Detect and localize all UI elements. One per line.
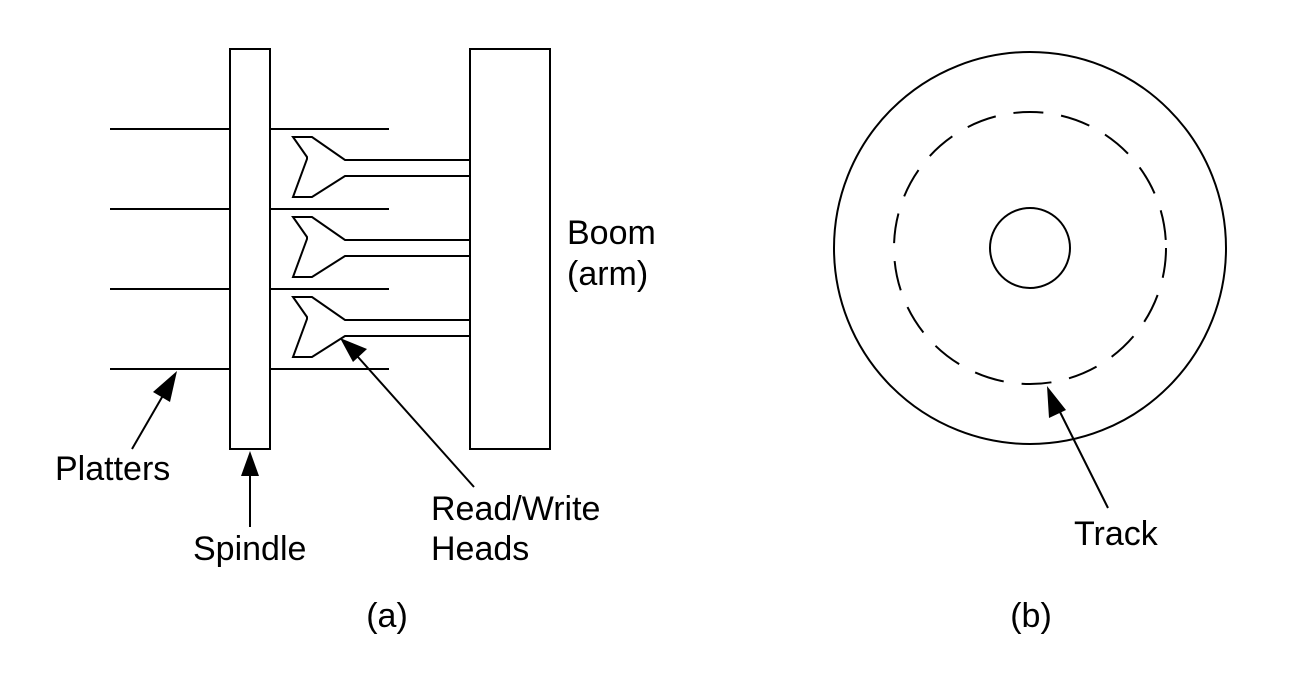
spindle xyxy=(229,48,271,450)
figure-b-top-view: Track (b) xyxy=(833,51,1227,635)
platters-arrow-line xyxy=(131,391,166,450)
platters-arrow-head xyxy=(153,371,177,402)
head-1 xyxy=(291,136,470,198)
heads-arrow-head xyxy=(340,338,367,362)
platters xyxy=(110,128,389,370)
head-2 xyxy=(291,216,470,278)
read-write-heads xyxy=(291,136,470,358)
figure-a-side-view: Platters Spindle Read/Write Heads Boom (… xyxy=(55,48,656,635)
track-arrow-head xyxy=(1047,386,1066,418)
platters-arrow xyxy=(131,371,177,450)
head-3-outline xyxy=(291,296,470,358)
track-arrow xyxy=(1047,386,1109,509)
head-3 xyxy=(291,296,470,358)
caption-a: (a) xyxy=(366,597,408,635)
caption-b: (b) xyxy=(1010,597,1052,635)
boom-arm xyxy=(469,48,551,450)
heads-arrow-line xyxy=(357,356,475,488)
label-spindle: Spindle xyxy=(193,530,306,568)
head-2-outline xyxy=(291,216,470,278)
track-arrow-line xyxy=(1056,405,1109,509)
label-boom-line2: (arm) xyxy=(567,255,648,293)
platter-outer-edge xyxy=(833,51,1227,445)
label-boom-line1: Boom xyxy=(567,214,656,252)
label-track: Track xyxy=(1074,515,1159,553)
label-platters: Platters xyxy=(55,450,170,488)
spindle-arrow xyxy=(241,451,259,527)
spindle-hub xyxy=(989,207,1071,289)
heads-arrow xyxy=(340,338,475,488)
head-1-outline xyxy=(291,136,470,198)
label-heads-line2: Heads xyxy=(431,530,529,568)
label-heads-line1: Read/Write xyxy=(431,490,600,528)
track-dashed-circle xyxy=(893,111,1167,385)
spindle-arrow-head xyxy=(241,451,259,476)
